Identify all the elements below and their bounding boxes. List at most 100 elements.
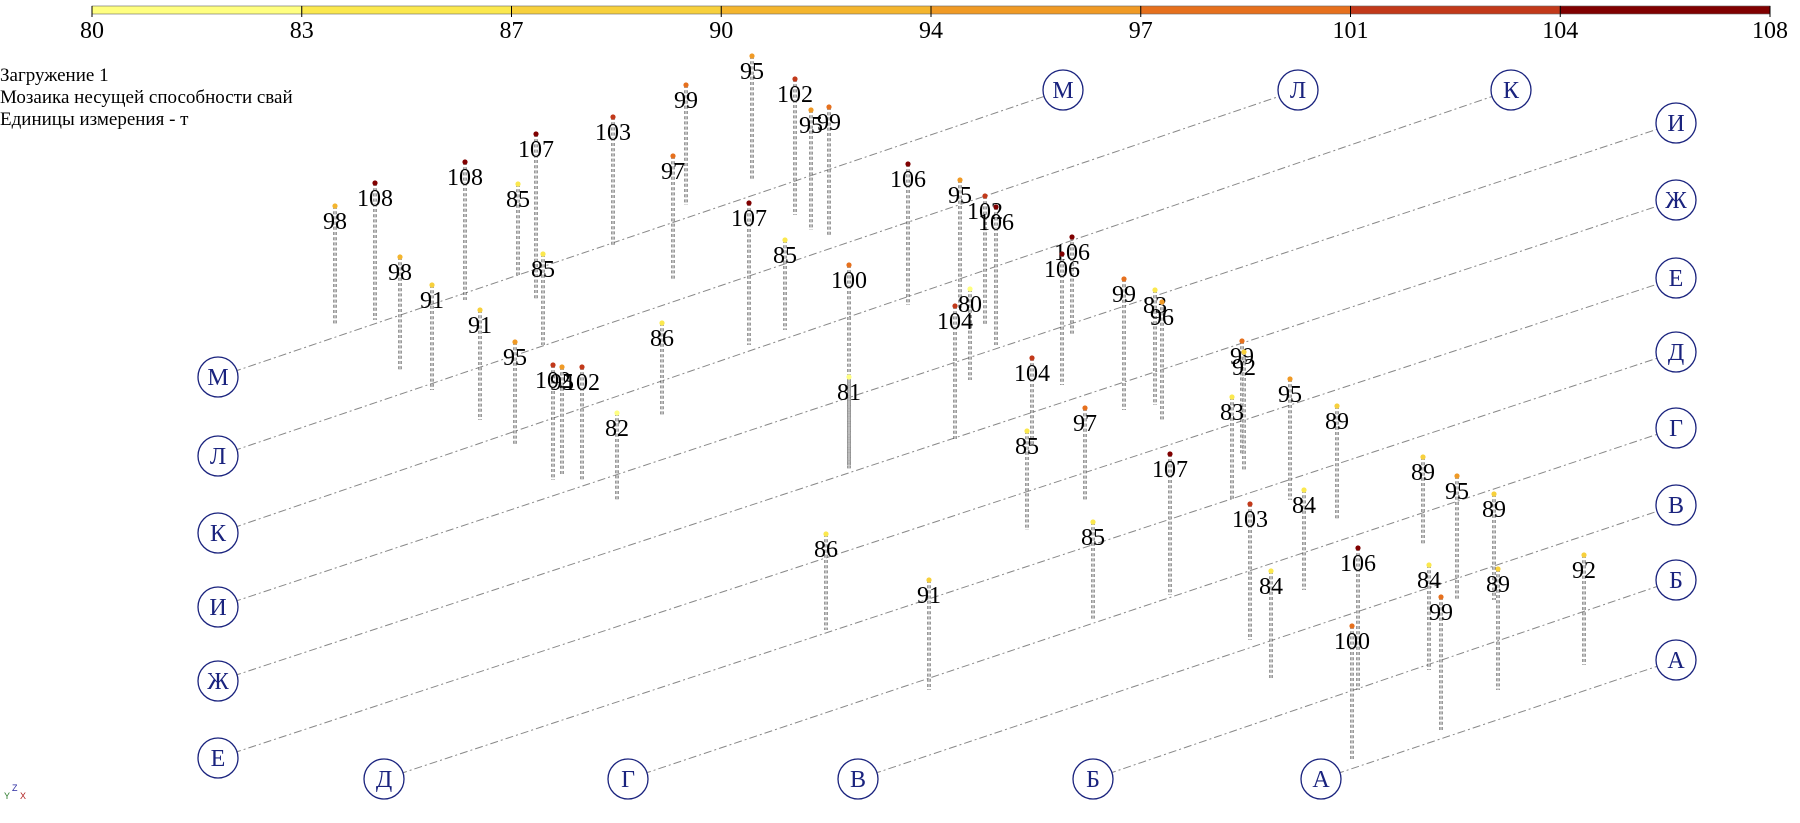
pile[interactable]: 84 [1259, 568, 1283, 680]
pile[interactable]: 95 [948, 177, 972, 310]
pile-capacity-label: 84 [1292, 493, 1316, 519]
pile-capacity-label: 104 [1014, 361, 1050, 387]
pile-head-marker [952, 303, 958, 309]
pile[interactable]: 99 [817, 104, 841, 235]
pile-capacity-label: 107 [731, 206, 767, 232]
pile[interactable]: 85 [1081, 519, 1105, 620]
pile-head-marker [1159, 299, 1165, 305]
pile[interactable]: 89 [1482, 491, 1506, 600]
pile[interactable]: 103 [595, 114, 631, 245]
pile[interactable]: 104 [937, 303, 973, 440]
pile-capacity-label: 83 [1220, 400, 1244, 426]
pile[interactable]: 100 [1334, 623, 1370, 760]
pile-head-marker [1059, 251, 1065, 257]
axis-start-label: А [1312, 767, 1330, 793]
pile[interactable]: 100 [831, 262, 867, 465]
pile[interactable]: 102 [777, 76, 813, 215]
pile[interactable]: 84 [1292, 487, 1316, 590]
pile-capacity-label: 107 [1152, 457, 1188, 483]
pile[interactable]: 107 [731, 200, 767, 345]
grid-axis-line [217, 199, 1677, 682]
axis-end-label: В [1668, 493, 1684, 519]
pile[interactable]: 84 [1417, 562, 1441, 670]
pile[interactable]: 89 [1486, 566, 1510, 690]
pile[interactable]: 106 [1054, 234, 1090, 335]
pile[interactable]: 91 [420, 282, 444, 390]
pile[interactable]: 106 [1340, 545, 1376, 690]
pile[interactable]: 106 [890, 161, 926, 305]
pile-capacity-label: 99 [1112, 282, 1136, 308]
pile[interactable]: 103 [1232, 501, 1268, 640]
pile[interactable]: 85 [506, 181, 530, 275]
axis-start-label: Б [1086, 767, 1100, 793]
pile[interactable]: 108 [357, 180, 393, 320]
pile-head-marker [808, 107, 814, 113]
pile[interactable]: 97 [1073, 405, 1097, 500]
grid-axis-line [217, 89, 1299, 457]
pile[interactable]: 95 [550, 364, 574, 475]
pile[interactable]: 102 [535, 362, 571, 480]
pile-capacity-label: 85 [1081, 525, 1105, 551]
pile[interactable]: 107 [518, 131, 554, 300]
pile-capacity-label: 95 [799, 113, 823, 139]
axis-end-label: Л [1290, 78, 1306, 104]
pile[interactable]: 86 [814, 531, 838, 630]
pile[interactable]: 102 [564, 364, 600, 480]
pile-head-marker [823, 531, 829, 537]
pile[interactable]: 85 [1015, 428, 1039, 530]
pile-head-marker [792, 76, 798, 82]
axis-start-label: М [207, 365, 228, 391]
pile-capacity-label: 89 [1482, 497, 1506, 523]
pile[interactable]: 99 [1112, 276, 1136, 410]
pile[interactable]: 89 [1411, 454, 1435, 545]
pile[interactable]: 83 [1220, 394, 1244, 500]
pile[interactable]: 81 [837, 374, 861, 470]
pile[interactable]: 99 [1429, 594, 1453, 730]
pile[interactable]: 86 [650, 320, 674, 415]
pile[interactable]: 91 [468, 307, 492, 420]
pile[interactable]: 92 [1232, 349, 1256, 470]
pile[interactable]: 98 [323, 203, 347, 325]
pile-head-marker [1334, 403, 1340, 409]
scale-tick-label: 108 [1752, 18, 1788, 44]
pile[interactable]: 85 [773, 237, 797, 330]
pile[interactable]: 85 [531, 251, 555, 345]
pile[interactable]: 80 [958, 286, 982, 380]
pile[interactable]: 107 [1152, 451, 1188, 595]
axis-end-bubble [1655, 179, 1697, 221]
pile[interactable]: 95 [740, 53, 764, 180]
pile[interactable]: 106 [1044, 251, 1080, 385]
pile[interactable]: 108 [447, 159, 483, 300]
pile-head-marker [332, 203, 338, 209]
pile[interactable]: 96 [1150, 299, 1174, 420]
axis-end-bubble [1655, 102, 1697, 144]
pile[interactable]: 99 [1230, 338, 1254, 455]
axis-start-label: В [850, 767, 866, 793]
grid-axis-line [217, 89, 1064, 378]
axis-start-bubble [607, 758, 649, 800]
axis-end-label: Г [1669, 416, 1683, 442]
pile[interactable]: 91 [917, 577, 941, 690]
pile[interactable]: 95 [799, 107, 823, 230]
pile[interactable]: 82 [605, 410, 629, 500]
pile[interactable]: 102 [967, 193, 1003, 325]
pile[interactable]: 97 [661, 153, 685, 280]
pile[interactable]: 95 [503, 339, 527, 445]
pile[interactable]: 95 [1445, 473, 1469, 600]
pile[interactable]: 98 [388, 254, 412, 370]
diagram-title: Мозаика несущей способности свай [0, 87, 293, 108]
pile[interactable]: 89 [1325, 403, 1349, 520]
axis-end-bubble [1277, 69, 1319, 111]
pile-capacity-label: 89 [1411, 460, 1435, 486]
pile-head-marker [614, 410, 620, 416]
pile[interactable]: 92 [1572, 552, 1596, 665]
pile[interactable]: 106 [978, 204, 1014, 345]
axis-end-label: Д [1668, 340, 1684, 366]
pile[interactable]: 95 [1278, 376, 1302, 500]
pile[interactable]: 104 [1014, 355, 1050, 445]
pile-head-marker [610, 114, 616, 120]
pile[interactable]: 99 [674, 82, 698, 205]
pile-head-marker [1167, 451, 1173, 457]
